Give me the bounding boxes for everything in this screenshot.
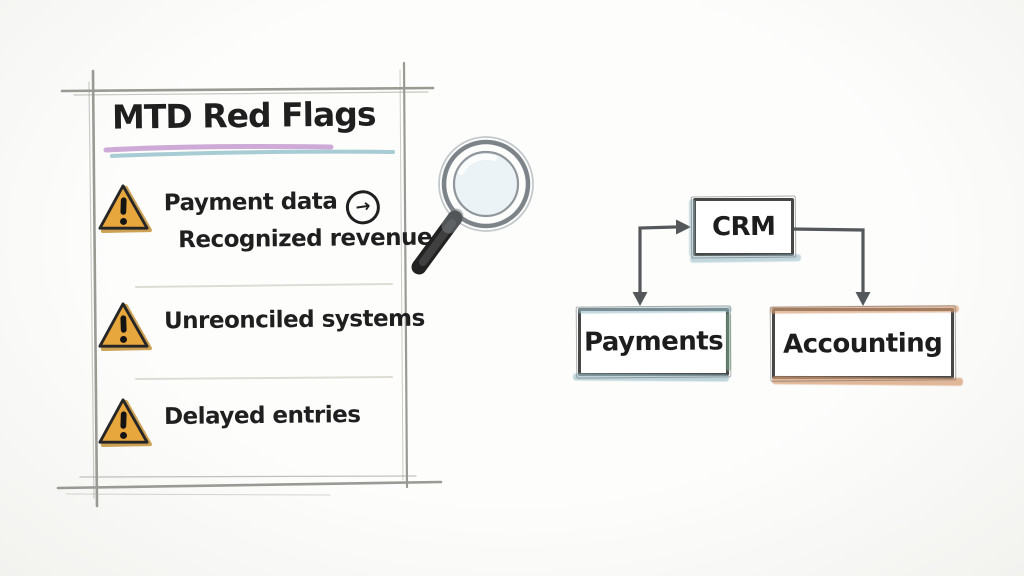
watercolor-accent <box>689 199 695 257</box>
watercolor-accent <box>572 373 730 382</box>
arrowhead-into-payments <box>632 292 648 306</box>
panel-title: MTD Red Flags <box>111 94 376 137</box>
item-line1: Unreonciled systems <box>163 305 425 335</box>
edge-crm-accounting <box>789 227 865 294</box>
title-underline <box>103 143 395 158</box>
red-flag-item-payment-data: Payment data → Recognized revenue <box>96 182 432 257</box>
red-flag-item-delayed: Delayed entries <box>96 396 361 448</box>
warning-triangle-icon <box>98 184 152 234</box>
flow-node-label: Payments <box>583 326 724 358</box>
arrowhead-into-accounting <box>855 292 871 306</box>
item-text: Payment data <box>163 188 338 217</box>
warning-triangle-icon <box>98 398 152 448</box>
watercolor-accent <box>771 376 964 386</box>
watercolor-accent <box>769 305 960 314</box>
item-line1: Delayed entries <box>163 401 361 431</box>
arrow-glyph: → <box>353 195 372 219</box>
flow-node-crm: CRM <box>689 198 802 263</box>
watercolor-accent <box>689 254 802 263</box>
magnifying-glass-icon <box>411 136 534 275</box>
red-flag-item-unreconciled: Unreonciled systems <box>96 300 425 352</box>
flow-node-accounting: Accounting <box>769 305 964 386</box>
arrowhead-into-crm <box>676 219 691 235</box>
item-line2: Recognized revenue <box>178 224 433 254</box>
watercolor-accent <box>577 306 733 314</box>
item-line1: Payment data → <box>163 183 432 227</box>
warning-triangle-icon <box>98 302 152 352</box>
edge-payments-crm <box>638 225 677 296</box>
watercolor-accent <box>726 313 731 371</box>
flow-node-label: Accounting <box>783 327 943 360</box>
flow-node-payments: Payments <box>572 306 733 382</box>
flow-node-label: CRM <box>711 211 776 243</box>
